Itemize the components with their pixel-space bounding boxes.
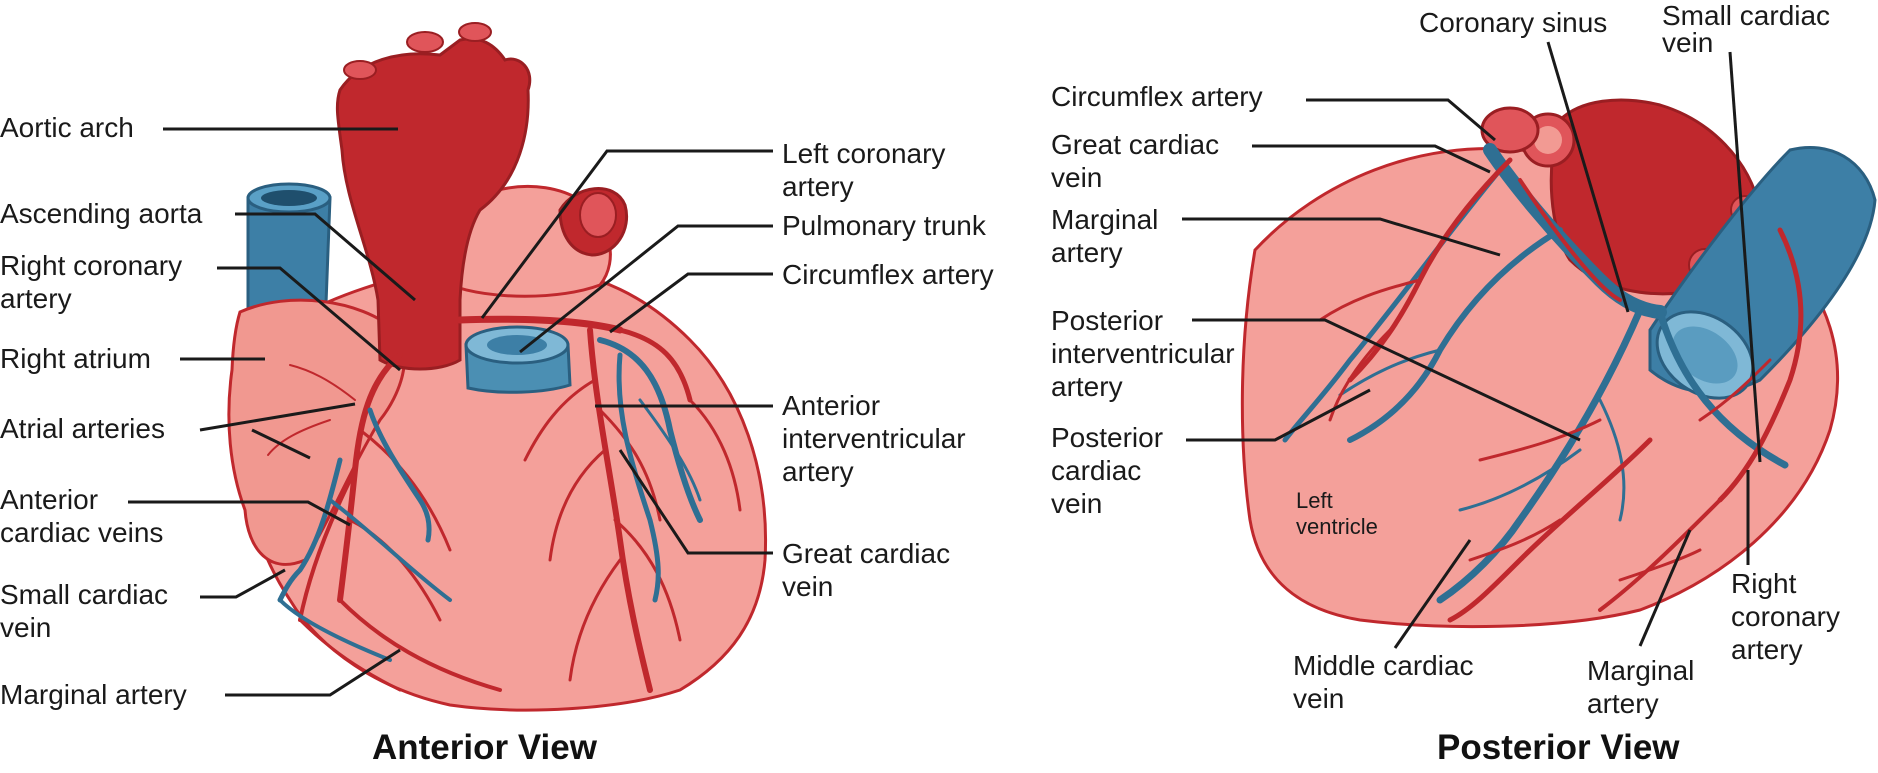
label-posterior-interventricular-artery: Posterior interventricular artery <box>1051 305 1235 402</box>
anterior-heart-drawing <box>227 22 768 712</box>
label-ascending-aorta: Ascending aorta <box>0 198 203 229</box>
label-right-coronary-artery: Right coronary artery <box>0 250 183 314</box>
label-coronary-sinus: Coronary sinus <box>1419 7 1608 38</box>
label-marginal-artery-posterior-top: Marginal artery <box>1051 204 1159 268</box>
label-posterior-cardiac-vein: Posterior cardiac vein <box>1051 422 1164 519</box>
label-right-coronary-artery-posterior: Right coronary artery <box>1731 568 1840 665</box>
label-great-cardiac-vein-anterior: Great cardiac vein <box>782 538 951 602</box>
label-anterior-cardiac-veins: Anterior cardiac veins <box>0 484 164 548</box>
posterior-heart-drawing <box>1240 98 1877 629</box>
label-middle-cardiac-vein: Middle cardiac vein <box>1293 650 1474 714</box>
label-anterior-interventricular-artery: Anterior interventricular artery <box>782 390 966 487</box>
label-small-cardiac-vein-anterior: Small cardiac vein <box>0 579 169 643</box>
label-circumflex-artery-anterior: Circumflex artery <box>782 259 994 290</box>
label-small-cardiac-vein-posterior: Small cardiac vein <box>1662 0 1831 58</box>
title-anterior-view: Anterior View <box>372 728 597 767</box>
title-posterior-view: Posterior View <box>1437 728 1680 767</box>
label-marginal-artery-posterior-bottom: Marginal artery <box>1587 655 1695 719</box>
label-left-ventricle: Left ventricle <box>1296 488 1378 539</box>
label-marginal-artery-anterior: Marginal artery <box>0 679 187 710</box>
label-great-cardiac-vein-posterior: Great cardiac vein <box>1051 129 1220 193</box>
label-right-atrium: Right atrium <box>0 343 151 374</box>
label-atrial-arteries: Atrial arteries <box>0 413 165 444</box>
label-left-coronary-artery: Left coronary artery <box>782 138 946 202</box>
label-pulmonary-trunk: Pulmonary trunk <box>782 210 986 241</box>
label-circumflex-artery-posterior: Circumflex artery <box>1051 81 1263 112</box>
leader-lines <box>128 41 1762 697</box>
label-aortic-arch: Aortic arch <box>0 112 134 143</box>
